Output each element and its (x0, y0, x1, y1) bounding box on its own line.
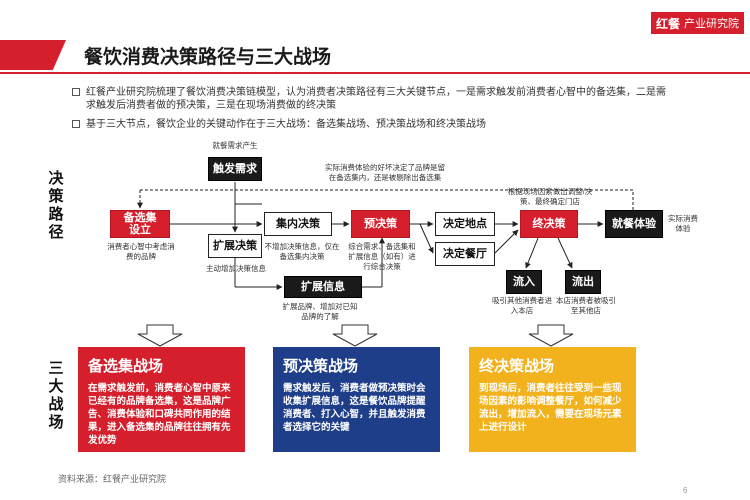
bullet-2-line1: 基于三大节点，餐饮企业的关键动作在于三大战场：备选集战场、预决策战场和终决策战场 (86, 119, 486, 130)
note-inflow: 吸引其他消费者进入本店 (492, 296, 552, 315)
logo-mark: 红餐 (652, 13, 685, 33)
note-trigger: 就餐需求产生 (212, 141, 258, 150)
card-body: 到现场后，消费者往往受到一些现场因素的影响调整餐厅，如何减少流出，增加流入，需要… (479, 383, 622, 433)
title-divider (0, 72, 750, 74)
card-title: 预决策战场 (283, 358, 359, 375)
side-char: 径 (48, 224, 64, 241)
note-expand-info: 扩展品牌、增加对已知品牌的了解 (282, 302, 358, 321)
side-label-three-battlefields: 三 大 战 场 (47, 360, 65, 432)
card-body: 在需求触发前，消费者心智中原来已经有的品牌备选集，这是品牌广告、消费体验和口碑共… (88, 383, 231, 446)
side-char: 战 (48, 396, 64, 413)
note-final: 根据现场因素做出调整/决策、最终确定门店 (507, 187, 593, 206)
node-inner-decision: 集内决策 (264, 212, 332, 236)
node-decide-location: 决定地点 (435, 212, 495, 236)
side-char: 场 (48, 414, 64, 431)
page-title: 餐饮消费决策路径与三大战场 (84, 47, 332, 68)
note-outflow: 本店消费者被吸引至其他店 (556, 296, 616, 315)
node-candidate-set: 备选集设立 (110, 210, 170, 238)
node-dining-experience: 就餐体验 (605, 210, 663, 238)
node-inflow: 流入 (506, 270, 542, 294)
bullet-2: 基于三大节点，餐饮企业的关键动作在于三大战场：备选集战场、预决策战场和终决策战场 (72, 118, 701, 131)
card-final-decision-battlefield: 终决策战场 到现场后，消费者往往受到一些现场因素的影响调整餐厅，如何减少流出，增… (469, 347, 636, 452)
node-expand-decision: 扩展决策 (208, 234, 262, 258)
note-feedback: 实际消费体验的好坏决定了品牌是留在备选集内，还是被剔除出备选集 (325, 163, 445, 182)
bullet-1-line2: 求触发后消费者做的预决策，三是在现场消费做的终决策 (86, 100, 336, 111)
card-title: 终决策战场 (479, 358, 555, 375)
node-pre-decision: 预决策 (351, 210, 410, 238)
note-expand: 主动增加决策信息 (206, 264, 266, 273)
side-char: 决 (48, 170, 64, 187)
card-candidate-battlefield: 备选集战场 在需求触发前，消费者心智中原来已经有的品牌备选集，这是品牌广告、消费… (78, 347, 245, 452)
node-final-decision: 终决策 (520, 210, 578, 238)
side-char: 路 (48, 206, 64, 223)
side-char: 策 (48, 188, 64, 205)
logo-text: 产业研究院 (684, 13, 744, 33)
side-label-decision-path: 决 策 路 径 (47, 170, 65, 242)
card-body: 需求触发后，消费者做预决策时会收集扩展信息，这是餐饮品牌提醒消费者、打入心智，并… (283, 383, 426, 433)
bullet-1: 红餐产业研究院梳理了餐饮消费决策链模型，认为消费者决策路径有三大关键节点，一是需… (72, 86, 701, 112)
node-trigger-demand: 触发需求 (208, 157, 262, 181)
note-pre: 综合需求、备选集和扩展信息（如有）进行综合决策 (348, 242, 416, 271)
node-outflow: 流出 (565, 270, 601, 294)
side-char: 三 (48, 360, 64, 377)
card-pre-decision-battlefield: 预决策战场 需求触发后，消费者做预决策时会收集扩展信息，这是餐饮品牌提醒消费者、… (273, 347, 440, 452)
node-expand-info: 扩展信息 (284, 276, 362, 298)
note-dining: 实际消费体验 (668, 214, 698, 233)
bullet-1-line1: 红餐产业研究院梳理了餐饮消费决策链模型，认为消费者决策路径有三大关键节点，一是需… (86, 87, 666, 98)
note-candidate: 消费者心智中考虑消费的品牌 (107, 242, 175, 261)
card-title: 备选集战场 (88, 358, 164, 375)
bullet-square-icon (72, 120, 80, 128)
bullet-square-icon (72, 88, 80, 96)
brand-logo: 红餐 产业研究院 (651, 12, 745, 34)
side-char: 大 (48, 378, 64, 395)
note-inner: 不增加决策信息，仅在备选集内决策 (264, 242, 340, 261)
title-accent-bar (0, 40, 66, 70)
node-decide-restaurant: 决定餐厅 (435, 242, 495, 266)
source-note: 资料来源：红餐产业研究院 (58, 474, 167, 484)
page-number: 6 (683, 486, 688, 495)
